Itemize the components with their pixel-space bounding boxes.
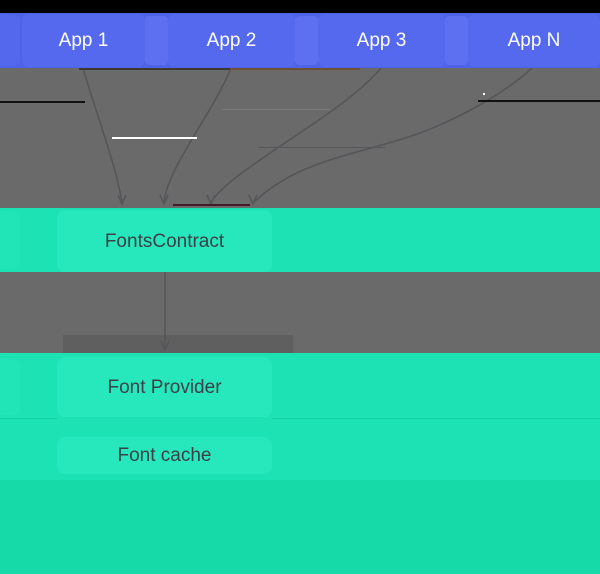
app-3-label: App 3 bbox=[356, 30, 407, 51]
arrow-app3-to-contract bbox=[210, 68, 382, 204]
teal-partial-left bbox=[0, 211, 20, 269]
top-black-bar bbox=[0, 0, 600, 13]
app-2-label: App 2 bbox=[206, 30, 257, 51]
fonts-contract-label: FontsContract bbox=[104, 230, 225, 252]
arrow-appn-to-contract bbox=[252, 68, 533, 204]
streak-line bbox=[112, 137, 197, 139]
arrow-app1-to-contract bbox=[82, 68, 123, 204]
streak-line bbox=[173, 204, 250, 206]
app-gap bbox=[145, 16, 168, 65]
down-arrow-icon bbox=[160, 272, 170, 352]
app-box-partial-left bbox=[0, 15, 20, 66]
arrow-app2-to-contract bbox=[163, 68, 232, 204]
fonts-contract-box: FontsContract bbox=[57, 210, 272, 272]
streak-line bbox=[478, 100, 600, 102]
bottom-teal-band bbox=[0, 480, 600, 574]
teal-partial-left bbox=[0, 359, 20, 415]
fonts-contract-band: FontsContract bbox=[0, 208, 600, 272]
flow-arrows-icon bbox=[82, 68, 533, 206]
arrowhead-icon bbox=[117, 194, 127, 206]
arrowhead-icon bbox=[159, 194, 169, 206]
provider-cache-separator bbox=[0, 418, 57, 419]
font-provider-box: Font Provider bbox=[57, 357, 272, 417]
app-1-label: App 1 bbox=[58, 30, 109, 51]
streak-line bbox=[230, 68, 360, 70]
apps-band: App 1 App 2 App 3 App N bbox=[0, 13, 600, 68]
font-cache-box: Font cache bbox=[57, 437, 272, 474]
streak-line bbox=[222, 109, 330, 110]
apps-to-contract-gap bbox=[0, 68, 600, 208]
app-box-3: App 3 bbox=[318, 14, 445, 67]
contract-to-provider-arrow-icon bbox=[0, 272, 600, 353]
app-gap bbox=[295, 16, 318, 65]
streak-line bbox=[258, 147, 385, 148]
font-provider-label: Font Provider bbox=[107, 376, 222, 398]
streak-line bbox=[79, 68, 230, 70]
app-n-label: App N bbox=[507, 30, 561, 51]
white-dot-artifact bbox=[483, 93, 485, 95]
provider-box-shadow bbox=[63, 335, 293, 353]
app-gap bbox=[445, 16, 468, 65]
provider-cache-separator bbox=[272, 418, 600, 419]
app-box-2: App 2 bbox=[168, 14, 295, 67]
contract-to-provider-gap bbox=[0, 272, 600, 353]
app-box-n: App N bbox=[468, 14, 600, 67]
font-cache-label: Font cache bbox=[117, 445, 212, 466]
arrowhead-icon bbox=[248, 194, 258, 206]
app-box-1: App 1 bbox=[22, 14, 145, 67]
streak-line bbox=[0, 101, 85, 103]
font-provider-band: Font Provider Font cache bbox=[0, 353, 600, 480]
arrowhead-icon bbox=[206, 194, 216, 206]
